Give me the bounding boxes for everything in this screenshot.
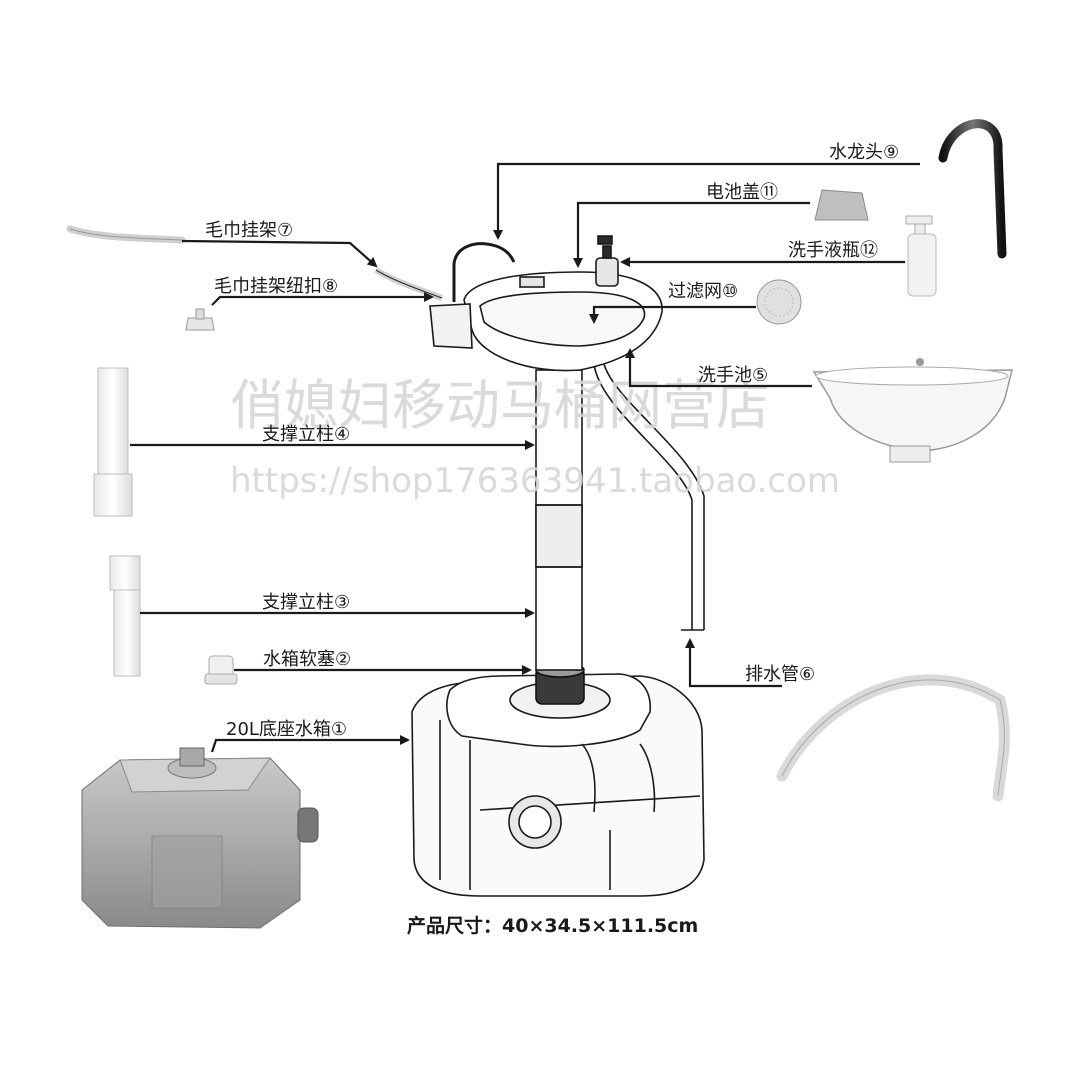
leader-drain-pipe [685, 638, 782, 688]
label-drain-pipe: 排水管⑥ [745, 664, 815, 685]
column-3-part-image [109, 555, 141, 677]
tank-part-image [81, 747, 319, 929]
label-towel-rack: 毛巾挂架⑦ [205, 220, 293, 241]
leader-tank [210, 735, 410, 753]
leader-faucet [493, 162, 920, 240]
towel-rack-part-image [66, 225, 186, 244]
faucet-part-image [938, 119, 1007, 259]
label-towel-rack-knob: 毛巾挂架纽扣⑧ [214, 276, 338, 297]
label-column-3: 支撑立柱③ [262, 592, 350, 613]
leader-filter [589, 305, 756, 324]
label-filter: 过滤网⑩ [668, 281, 738, 302]
watermark-line2: https://shop176363941.taobao.com [230, 461, 840, 501]
leader-battery-cover [573, 201, 810, 268]
label-column-4: 支撑立柱④ [262, 424, 350, 445]
leader-basin [625, 348, 812, 388]
label-basin: 洗手池⑤ [698, 365, 768, 386]
label-tank-plug: 水箱软塞② [263, 649, 351, 670]
battery-cover-part-image [814, 189, 869, 221]
soap-bottle-part-image [905, 215, 937, 297]
label-tank: 20L底座水箱① [226, 719, 347, 740]
leader-towel-rack [181, 239, 378, 268]
filter-part-image [756, 279, 802, 325]
towel-rack-knob-part-image [185, 308, 215, 331]
label-soap-bottle: 洗手液瓶⑫ [788, 240, 878, 261]
drain-pipe-part-image [776, 674, 1010, 802]
tank-plug-part-image [204, 655, 238, 685]
basin-part-image [812, 358, 1013, 463]
assembled-sink-drawing [374, 235, 705, 897]
leader-towel-rack-knob [211, 292, 434, 306]
label-faucet: 水龙头⑨ [829, 142, 899, 163]
dimensions-caption: 产品尺寸：40×34.5×111.5cm [407, 914, 698, 937]
watermark-line1: 俏媳妇移动马桶网营店 [230, 374, 770, 437]
leader-lines [130, 162, 920, 753]
label-battery-cover: 电池盖⑪ [706, 182, 778, 203]
column-4-part-image [93, 367, 133, 517]
